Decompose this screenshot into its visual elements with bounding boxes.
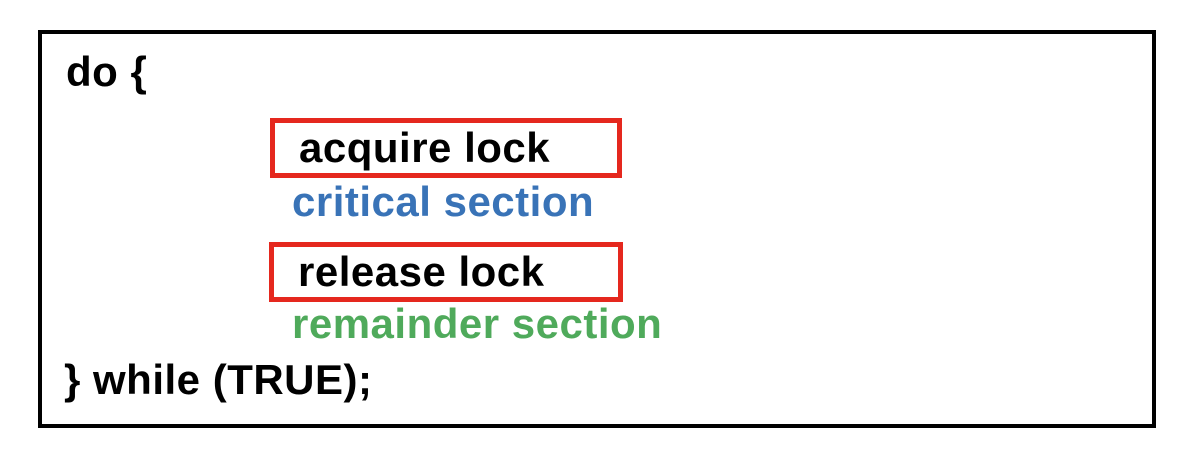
critical-section-label: critical section <box>292 178 595 225</box>
acquire-lock-box: acquire lock <box>270 118 622 178</box>
remainder-section-label: remainder section <box>292 300 663 347</box>
release-lock-label: release lock <box>298 248 545 295</box>
code-line-while: } while (TRUE); <box>64 356 373 403</box>
release-lock-box: release lock <box>269 242 623 302</box>
acquire-lock-label: acquire lock <box>299 124 551 171</box>
do-while-loop-box: do { acquire lock critical section relea… <box>38 30 1156 428</box>
code-line-do: do { <box>66 48 148 95</box>
